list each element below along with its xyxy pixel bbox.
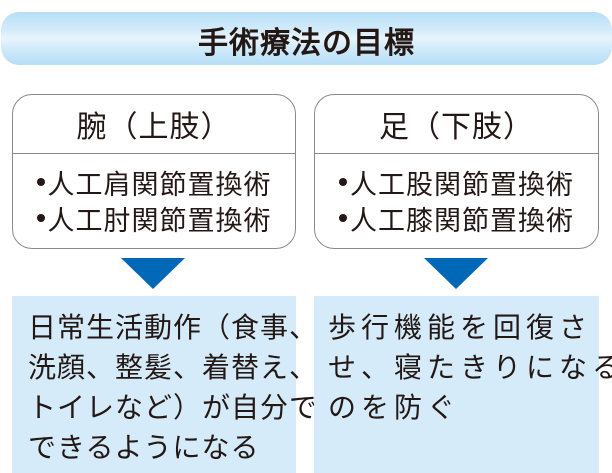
goal-text-line: せ、寝たきりになる: [328, 351, 612, 384]
goal-text-line: 歩行機能を回復さ: [328, 311, 593, 344]
upper-limb-procedure-list: 人工肩関節置換術 人工肘関節置換術: [13, 154, 295, 237]
procedure-item: 人工肩関節置換術: [13, 164, 295, 201]
lower-limb-box: 足（下肢） 人工股関節置換術 人工膝関節置換術: [314, 94, 599, 249]
diagram-title: 手術療法の目標: [198, 25, 415, 61]
goal-text-line: 洗顔、整髪、着替え、: [28, 351, 319, 384]
procedure-item: 人工股関節置換術: [315, 164, 598, 201]
procedure-label: 人工肩関節置換術: [47, 169, 272, 201]
upper-limb-header: 腕（上肢）: [13, 95, 295, 154]
lower-limb-goal-box: 歩行機能を回復さ せ、寝たきりになる のを防ぐ: [314, 296, 612, 473]
bullet-icon: [36, 214, 45, 222]
bullet-icon: [36, 178, 45, 186]
procedure-item: 人工肘関節置換術: [13, 200, 295, 237]
upper-limb-box: 腕（上肢） 人工肩関節置換術 人工肘関節置換術: [12, 94, 296, 249]
goal-text-line: 日常生活動作（食事、: [28, 311, 319, 344]
procedure-label: 人工膝関節置換術: [350, 205, 574, 237]
procedure-label: 人工肘関節置換術: [47, 205, 272, 237]
procedure-item: 人工膝関節置換術: [315, 200, 598, 237]
down-arrow-icon: [424, 258, 488, 289]
goal-text-line: できるようになる: [28, 431, 260, 464]
procedure-label: 人工股関節置換術: [350, 169, 574, 201]
upper-limb-goal-box: 日常生活動作（食事、 洗顔、整髪、着替え、 トイレなど）が自分で できるようにな…: [12, 296, 319, 473]
goal-text-line: のを防ぐ: [328, 391, 461, 424]
title-banner: 手術療法の目標: [1, 12, 612, 65]
down-arrow-icon: [121, 258, 185, 289]
bullet-icon: [339, 214, 347, 222]
goal-text-line: トイレなど）が自分で: [28, 391, 319, 424]
lower-limb-procedure-list: 人工股関節置換術 人工膝関節置換術: [315, 154, 598, 237]
bullet-icon: [339, 178, 347, 186]
lower-limb-header: 足（下肢）: [315, 95, 598, 154]
